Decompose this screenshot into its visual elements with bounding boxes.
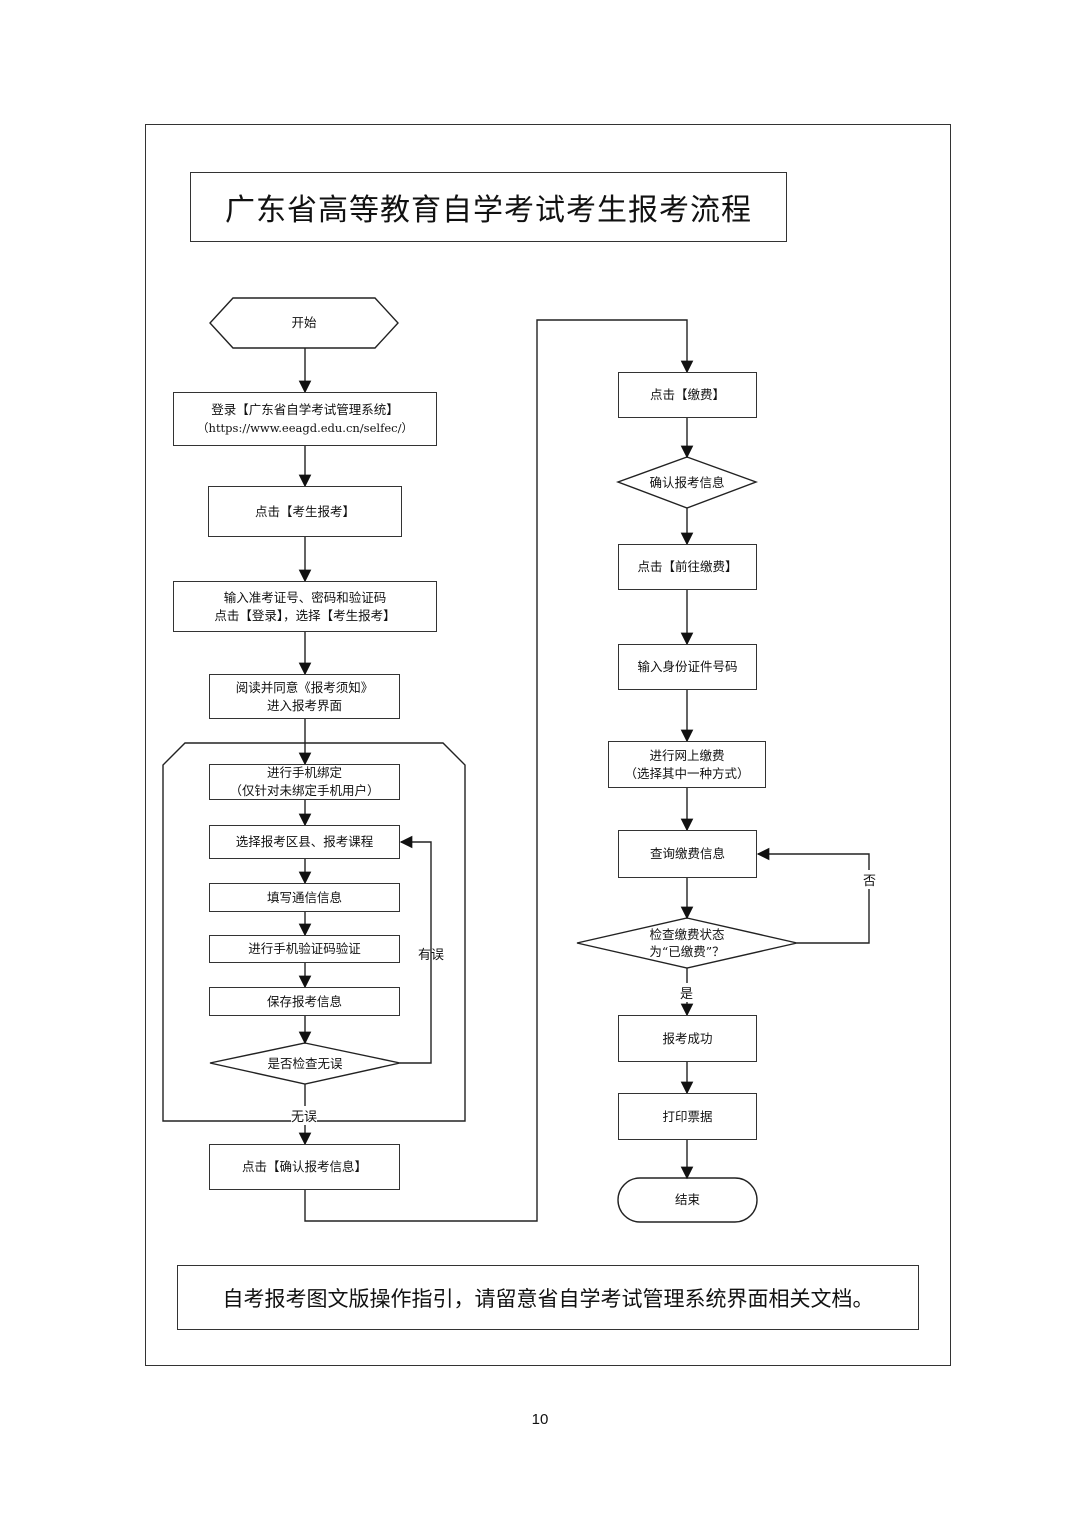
check-decision-label: 是否检查无误 — [267, 1055, 343, 1071]
page-number: 10 — [531, 1411, 549, 1428]
process-group-outline — [162, 742, 466, 1122]
click-apply-step: 点击【考生报考】 — [208, 486, 402, 537]
login-step: 登录【广东省自学考试管理系统】 （https://www.eeagd.edu.c… — [173, 392, 437, 446]
start-label: 开始 — [291, 315, 317, 330]
page-title: 广东省高等教育自学考试考生报考流程 — [190, 172, 787, 242]
confirm-info-step: 点击【确认报考信息】 — [209, 1144, 400, 1190]
query-pay-step: 查询缴费信息 — [618, 830, 757, 878]
input-credentials-step: 输入准考证号、密码和验证码 点击【登录】，选择【考生报考】 — [173, 581, 437, 632]
online-pay-step: 进行网上缴费 （选择其中一种方式） — [608, 741, 766, 788]
status-decision-label: 检查缴费状态 为“已缴费”？ — [649, 927, 725, 959]
end-label: 结束 — [674, 1192, 700, 1207]
no-branch-label: 否 — [863, 870, 877, 889]
footer-note: 自考报考图文版操作指引，请留意省自学考试管理系统界面相关文档。 — [177, 1265, 919, 1330]
input-id-step: 输入身份证件号码 — [618, 644, 757, 690]
click-pay-step: 点击【缴费】 — [618, 372, 757, 418]
read-notice-step: 阅读并同意《报考须知》 进入报考界面 — [209, 674, 400, 719]
save-info-step: 保存报考信息 — [209, 987, 400, 1016]
select-course-step: 选择报考区县、报考课程 — [209, 825, 400, 859]
error-branch-label: 有误 — [418, 948, 445, 963]
verify-code-step: 进行手机验证码验证 — [209, 935, 400, 963]
start-shape — [209, 297, 399, 349]
print-receipt-step: 打印票据 — [618, 1093, 757, 1140]
page-frame — [145, 124, 951, 1366]
yes-branch-label: 是 — [680, 983, 694, 1002]
success-step: 报考成功 — [618, 1015, 757, 1062]
go-pay-step: 点击【前往缴费】 — [618, 544, 757, 590]
fill-contact-step: 填写通信信息 — [209, 883, 400, 912]
phone-bind-step: 进行手机绑定 （仅针对未绑定手机用户） — [209, 764, 400, 800]
ok-branch-label: 无误 — [291, 1106, 318, 1125]
confirm-decision-label: 确认报考信息 — [649, 474, 725, 490]
